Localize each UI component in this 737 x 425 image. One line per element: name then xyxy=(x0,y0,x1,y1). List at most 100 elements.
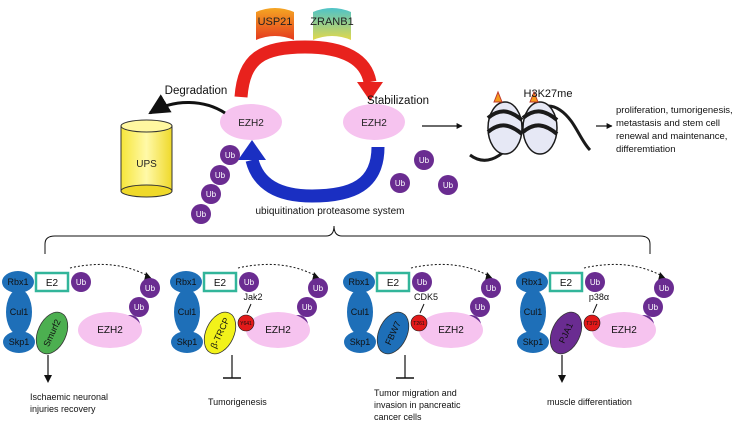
ub-label: Ub xyxy=(417,278,428,287)
rbx1-label: Rbx1 xyxy=(521,277,542,287)
ubiquitination-label: ubiquitination proteasome system xyxy=(256,206,405,217)
kinase-arrow xyxy=(419,303,425,314)
ligase-panel-2: Rbx1E2UbCul1Skp1UbUbUbEZH2β-TRCPJak2Y641… xyxy=(170,263,328,407)
rbx1-label: Rbx1 xyxy=(7,277,28,287)
e2-label: E2 xyxy=(46,278,59,289)
ub-label: Ub xyxy=(302,303,313,312)
ezh2-right-label: EZH2 xyxy=(361,118,387,129)
ub-chain-2 xyxy=(470,297,490,317)
kinase-label: p38α xyxy=(589,292,609,302)
cul1-label: Cul1 xyxy=(351,307,370,317)
rbx1-label: Rbx1 xyxy=(175,277,196,287)
adaptor-shape xyxy=(549,311,583,355)
cul1-node xyxy=(6,289,32,335)
zranb1-flag: ZRANB1 xyxy=(310,8,354,40)
svg-text:renewal and maintenance,: renewal and maintenance, xyxy=(616,131,727,142)
cul1-label: Cul1 xyxy=(178,307,197,317)
ub-label: Ub xyxy=(590,278,601,287)
ub-label: Ub xyxy=(486,284,497,293)
adaptor-shape xyxy=(203,311,237,355)
usp21-flag: USP21 xyxy=(256,8,294,40)
deubiquitination-arrowhead xyxy=(357,82,383,101)
ub-free-right: Ub Ub Ub xyxy=(390,150,458,195)
ub-label: Ub xyxy=(244,278,255,287)
skp1-label: Skp1 xyxy=(9,337,30,347)
ezh2-right xyxy=(343,104,405,140)
outcome-line: Tumor migration and xyxy=(374,388,457,398)
rbx1-node xyxy=(516,271,548,293)
ups-label: UPS xyxy=(136,159,157,170)
svg-text:proliferation, tumorigenesis,: proliferation, tumorigenesis, xyxy=(616,105,733,116)
svg-text:Ub: Ub xyxy=(215,171,226,180)
outcome-line: Ischaemic neuronal xyxy=(30,392,108,402)
phospho-site xyxy=(583,314,601,332)
phospho-site-label: T261 xyxy=(413,321,425,327)
ezh2-node xyxy=(78,312,142,348)
cul1-node xyxy=(174,289,200,335)
transfer-arc xyxy=(237,263,317,277)
ezh2-label: EZH2 xyxy=(438,325,464,336)
rbx1-label: Rbx1 xyxy=(348,277,369,287)
svg-text:Ub: Ub xyxy=(443,181,454,190)
ub-on-e2 xyxy=(239,272,259,292)
ubiquitination-arc xyxy=(245,146,385,203)
ligase-panel-1: Rbx1E2UbCul1Skp1UbUbUbEZH2Smurf2Ischaemi… xyxy=(2,263,160,414)
zranb1-label: ZRANB1 xyxy=(310,16,353,28)
usp21-label: USP21 xyxy=(258,16,293,28)
skp1-node xyxy=(171,331,203,353)
kinase-label: Jak2 xyxy=(243,292,262,302)
outcome-line: muscle differentiation xyxy=(547,397,632,407)
skp1-label: Skp1 xyxy=(350,337,371,347)
ezh2-node xyxy=(246,312,310,348)
cul1-label: Cul1 xyxy=(10,307,29,317)
cul1-node xyxy=(347,289,373,335)
skp1-node xyxy=(344,331,376,353)
skp1-node xyxy=(517,331,549,353)
ezh2-label: EZH2 xyxy=(265,325,291,336)
rbx1-node xyxy=(2,271,34,293)
nucleosome-icon xyxy=(469,90,592,162)
svg-text:Ub: Ub xyxy=(419,156,430,165)
ezh2-node xyxy=(419,312,483,348)
outcome-line: invasion in pancreatic xyxy=(374,400,461,410)
ups-cylinder: UPS xyxy=(120,119,173,198)
cul1-label: Cul1 xyxy=(524,307,543,317)
svg-text:metastasis and stem cell: metastasis and stem cell xyxy=(616,118,720,129)
kinase-label: CDK5 xyxy=(414,292,438,302)
transfer-arc xyxy=(69,263,149,277)
deubiquitination-arc xyxy=(234,40,377,98)
ub-chain-2 xyxy=(297,297,317,317)
skp1-label: Skp1 xyxy=(177,337,198,347)
top-outcome-text: proliferation, tumorigenesis, metastasis… xyxy=(616,105,733,155)
phospho-site xyxy=(237,314,255,332)
skp1-node xyxy=(3,331,35,353)
outcome-line: cancer cells xyxy=(374,412,422,422)
e2-box xyxy=(375,271,411,293)
cul1-node xyxy=(520,289,546,335)
outcome-line: injuries recovery xyxy=(30,404,96,414)
ubiquitination-arrowhead xyxy=(238,140,266,160)
svg-text:Ub: Ub xyxy=(395,179,406,188)
panel-brace xyxy=(44,225,651,254)
ub-label: Ub xyxy=(145,284,156,293)
adaptor-node: PJA1 xyxy=(549,311,583,355)
kinase-arrow xyxy=(246,303,252,314)
ub-chain-1 xyxy=(308,278,328,298)
phospho-site xyxy=(410,314,428,332)
svg-text:Ub: Ub xyxy=(225,151,236,160)
e2-box xyxy=(548,271,584,293)
svg-text:Ub: Ub xyxy=(196,210,207,219)
svg-text:Ub: Ub xyxy=(206,190,217,199)
adaptor-node: β-TRCP xyxy=(203,311,237,355)
adaptor-shape xyxy=(35,311,69,355)
stabilization-label: Stabilization xyxy=(367,95,429,107)
e2-box xyxy=(202,271,238,293)
skp1-label: Skp1 xyxy=(523,337,544,347)
ezh2-left-label: EZH2 xyxy=(238,118,264,129)
e2-box xyxy=(34,271,70,293)
svg-text:differemtiation: differemtiation xyxy=(616,144,676,155)
degradation-label: Degradation xyxy=(165,85,228,97)
ub-label: Ub xyxy=(76,278,87,287)
ezh2-node xyxy=(592,312,656,348)
